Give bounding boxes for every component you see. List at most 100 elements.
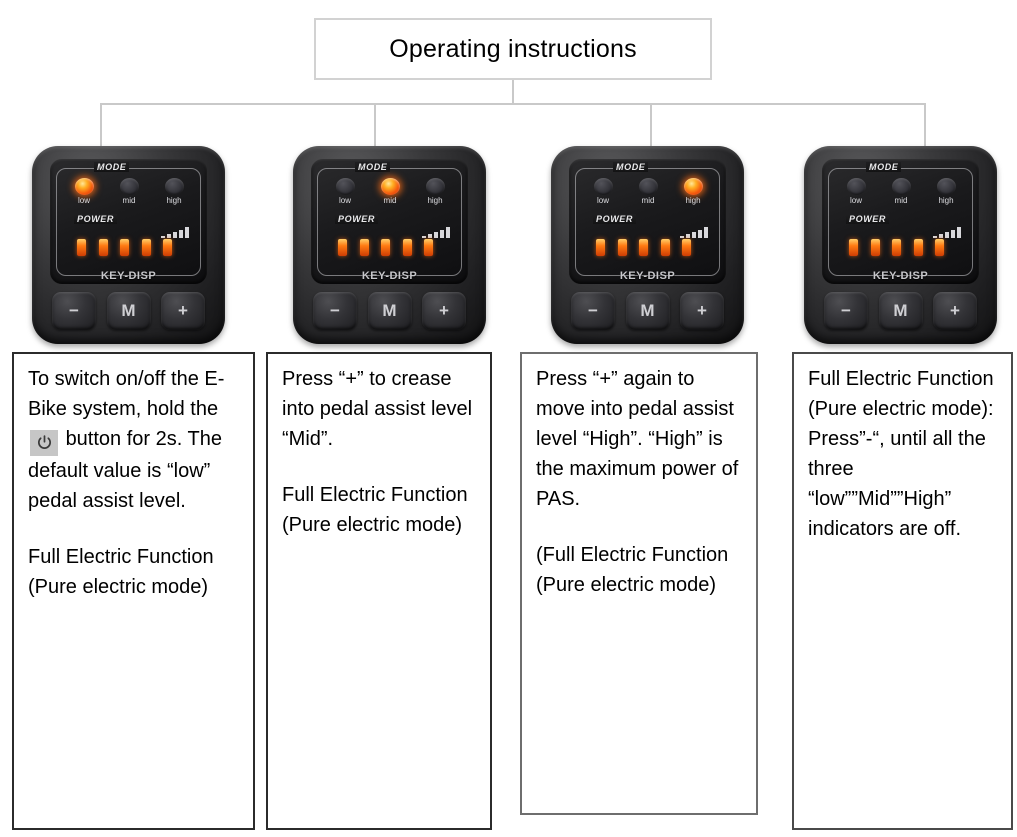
plus-button[interactable]: + [680,292,724,330]
mode-button[interactable]: M [106,292,151,330]
power-label: POWER [593,214,637,224]
led-cell-mid: mid [884,178,918,205]
led-cell-mid: mid [373,178,407,205]
device-body: MODE low mid high POWER [293,146,486,344]
mode-label: MODE [866,162,902,172]
minus-button[interactable]: − [824,292,868,330]
instruction-text-2b: Full Electric Function (Pure electric mo… [282,484,474,536]
power-bar [381,239,390,256]
power-bar [617,239,627,256]
minus-button[interactable]: − [313,292,357,330]
power-bar [163,239,172,256]
led-high [936,178,956,195]
plus-button[interactable]: + [422,292,466,330]
button-row: − M + [52,292,205,330]
power-bar [849,239,858,256]
brand-label: KEY-DISP [361,270,418,282]
led-cell-high: high [929,178,963,205]
led-high [164,178,184,195]
led-high [683,178,703,195]
led-mid [638,178,658,195]
instruction-text-1a: To switch on/off the E-Bike system, hold… [28,368,225,420]
power-bar [402,239,412,256]
spacer [536,514,744,540]
spacer [28,516,241,542]
minus-button[interactable]: − [52,292,96,330]
power-bar [660,239,670,256]
led-cell-low: low [328,178,362,205]
instruction-text-1b: button for 2s. The default value is “low… [28,428,222,512]
signal-step-marks-icon [161,227,189,238]
minus-button[interactable]: − [571,292,615,330]
connector-drop-1 [100,103,102,149]
power-label: POWER [335,214,379,224]
power-bar [892,239,901,256]
power-bar-row [338,239,433,256]
connector-vertical-main [512,80,514,104]
led-cell-low: low [839,178,873,205]
led-cell-mid: mid [631,178,665,205]
led-mid [380,178,400,195]
power-bar [141,239,151,256]
mode-button[interactable]: M [367,292,412,330]
plus-button[interactable]: + [161,292,205,330]
power-bar [359,239,369,256]
power-bar-row [596,239,691,256]
led-cell-low: low [586,178,620,205]
instruction-text-3a: Press “+” again to move into pedal assis… [536,368,744,510]
power-bar-row [77,239,172,256]
power-bar [338,239,347,256]
display-unit-high: MODE low mid high POWER [551,146,744,344]
power-bar [913,239,923,256]
instruction-box-1: To switch on/off the E-Bike system, hold… [12,352,255,830]
led-label-high: high [427,196,443,205]
instruction-box-4: Full Electric Function (Pure electric mo… [792,352,1013,830]
mode-label: MODE [355,162,391,172]
led-mid [891,178,911,195]
device-screen: MODE low mid high POWER [311,159,468,284]
mode-button[interactable]: M [625,292,670,330]
brand-label: KEY-DISP [619,270,676,282]
led-label-low: low [77,196,90,205]
led-label-low: low [596,196,609,205]
led-low [335,178,355,195]
signal-step-marks-icon [422,227,450,238]
device-body: MODE low mid high POWER [804,146,997,344]
power-bar [120,239,129,256]
power-label: POWER [74,214,118,224]
mode-label: MODE [94,162,130,172]
instruction-text-1c: Full Electric Function (Pure electric mo… [28,545,220,598]
instruction-text-2a: Press “+” to crease into pedal assist le… [282,368,478,450]
led-cell-high: high [157,178,191,205]
plus-button[interactable]: + [933,292,977,330]
led-label-mid: mid [641,196,655,205]
led-label-mid: mid [894,196,908,205]
display-unit-off: MODE low mid high POWER [804,146,997,344]
led-cell-low: low [67,178,101,205]
led-cell-high: high [418,178,452,205]
led-low [74,178,94,195]
signal-step-marks-icon [680,227,708,238]
brand-label: KEY-DISP [872,270,929,282]
mode-label: MODE [613,162,649,172]
led-low [593,178,613,195]
mode-button[interactable]: M [878,292,923,330]
power-label: POWER [846,214,890,224]
led-mid [119,178,139,195]
led-label-low: low [849,196,862,205]
mode-led-row: low mid high [839,178,963,205]
power-bar [424,239,433,256]
led-label-mid: mid [383,196,397,205]
connector-drop-2 [374,103,376,149]
led-label-high: high [685,196,701,205]
button-row: − M + [313,292,466,330]
mode-led-row: low mid high [586,178,710,205]
power-icon [30,429,58,456]
power-bar [596,239,605,256]
device-screen: MODE low mid high POWER [569,159,726,284]
instruction-box-3: Press “+” again to move into pedal assis… [520,352,758,815]
instruction-box-2: Press “+” to crease into pedal assist le… [266,352,492,830]
led-label-mid: mid [122,196,136,205]
power-bar [682,239,691,256]
button-row: − M + [571,292,724,330]
